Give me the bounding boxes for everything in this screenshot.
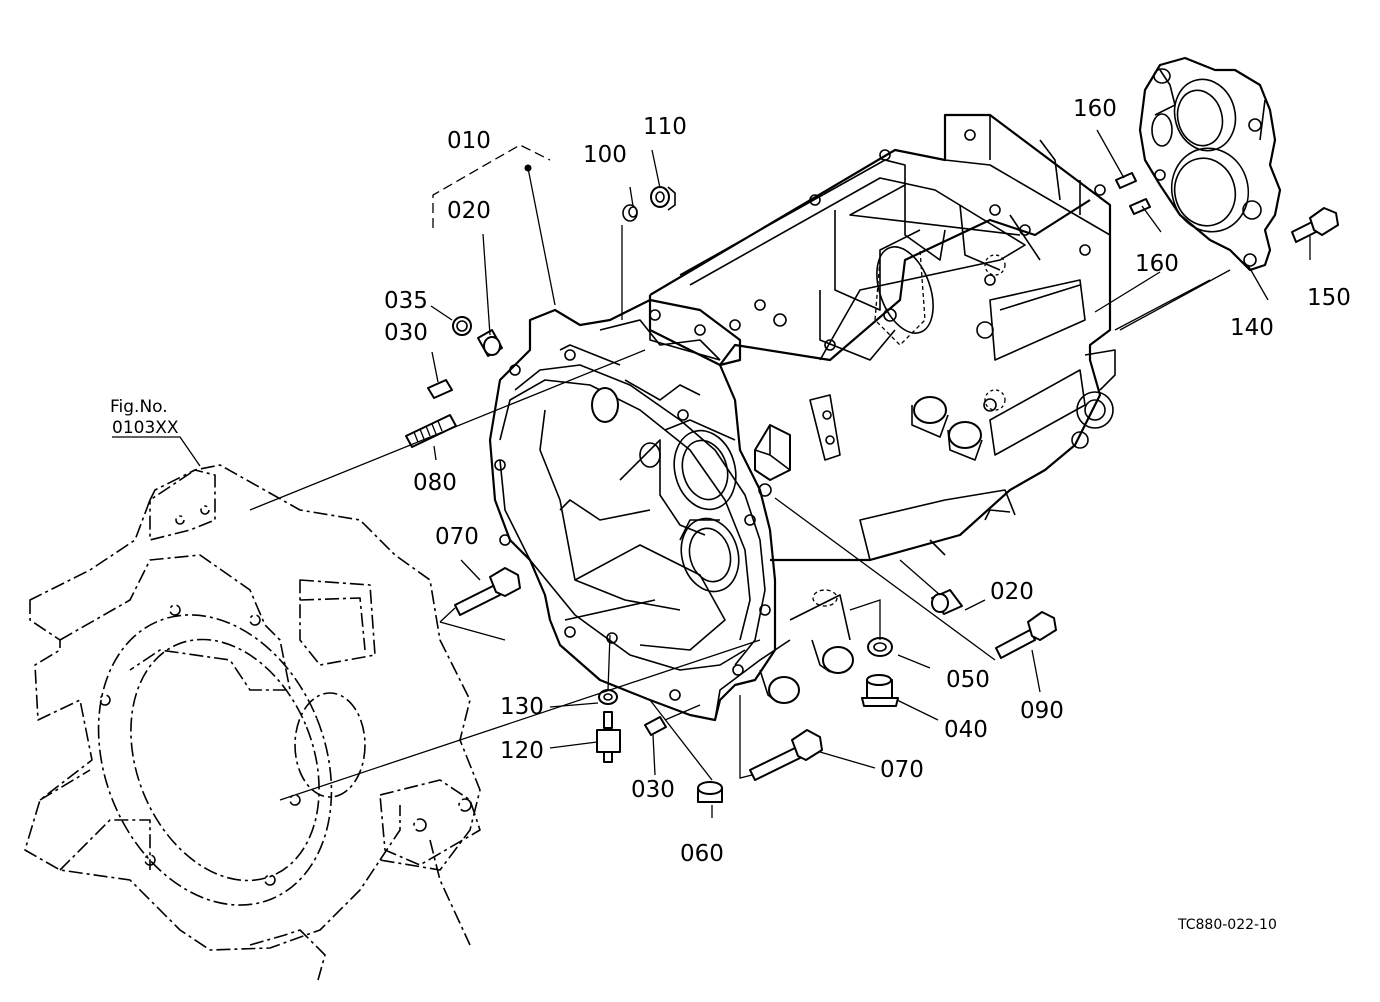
- callout-130: 130: [500, 694, 544, 720]
- drawing-code: TC880-022-10: [1177, 917, 1277, 933]
- figure-reference: Fig.No. 0103XX: [110, 397, 201, 467]
- callout-070-upper: 070: [435, 524, 479, 550]
- callout-160-lower: 160: [1135, 251, 1179, 277]
- callout-labels: 010 020 100 110 160 160 150 140 035 030 …: [384, 96, 1351, 867]
- callout-120: 120: [500, 738, 544, 764]
- callout-150: 150: [1307, 285, 1351, 311]
- case-bolt-holes: [494, 129, 1106, 701]
- rear-cover-plate: [1138, 56, 1282, 272]
- flywheel-housing-outline: [24, 464, 481, 981]
- callout-020-lower: 020: [990, 579, 1034, 605]
- figure-reference-number: 0103XX: [112, 418, 179, 438]
- callout-030-lower: 030: [631, 777, 675, 803]
- callout-140: 140: [1230, 315, 1274, 341]
- small-parts: [405, 172, 1339, 803]
- callout-080: 080: [413, 470, 457, 496]
- callout-040: 040: [944, 717, 988, 743]
- leader-lines: [249, 129, 1311, 818]
- transmission-case: [488, 113, 1116, 722]
- flywheel-bolt-holes: [99, 505, 472, 886]
- callout-070-lower: 070: [880, 757, 924, 783]
- callout-035: 035: [384, 288, 428, 314]
- callout-050: 050: [946, 667, 990, 693]
- callout-020-upper: 020: [447, 198, 491, 224]
- figure-reference-title: Fig.No.: [110, 397, 168, 417]
- callout-110: 110: [643, 114, 687, 140]
- callout-030-upper: 030: [384, 320, 428, 346]
- callout-090: 090: [1020, 698, 1064, 724]
- callout-100: 100: [583, 142, 627, 168]
- callout-010: 010: [447, 128, 491, 154]
- callout-060: 060: [680, 841, 724, 867]
- callout-160-upper: 160: [1073, 96, 1117, 122]
